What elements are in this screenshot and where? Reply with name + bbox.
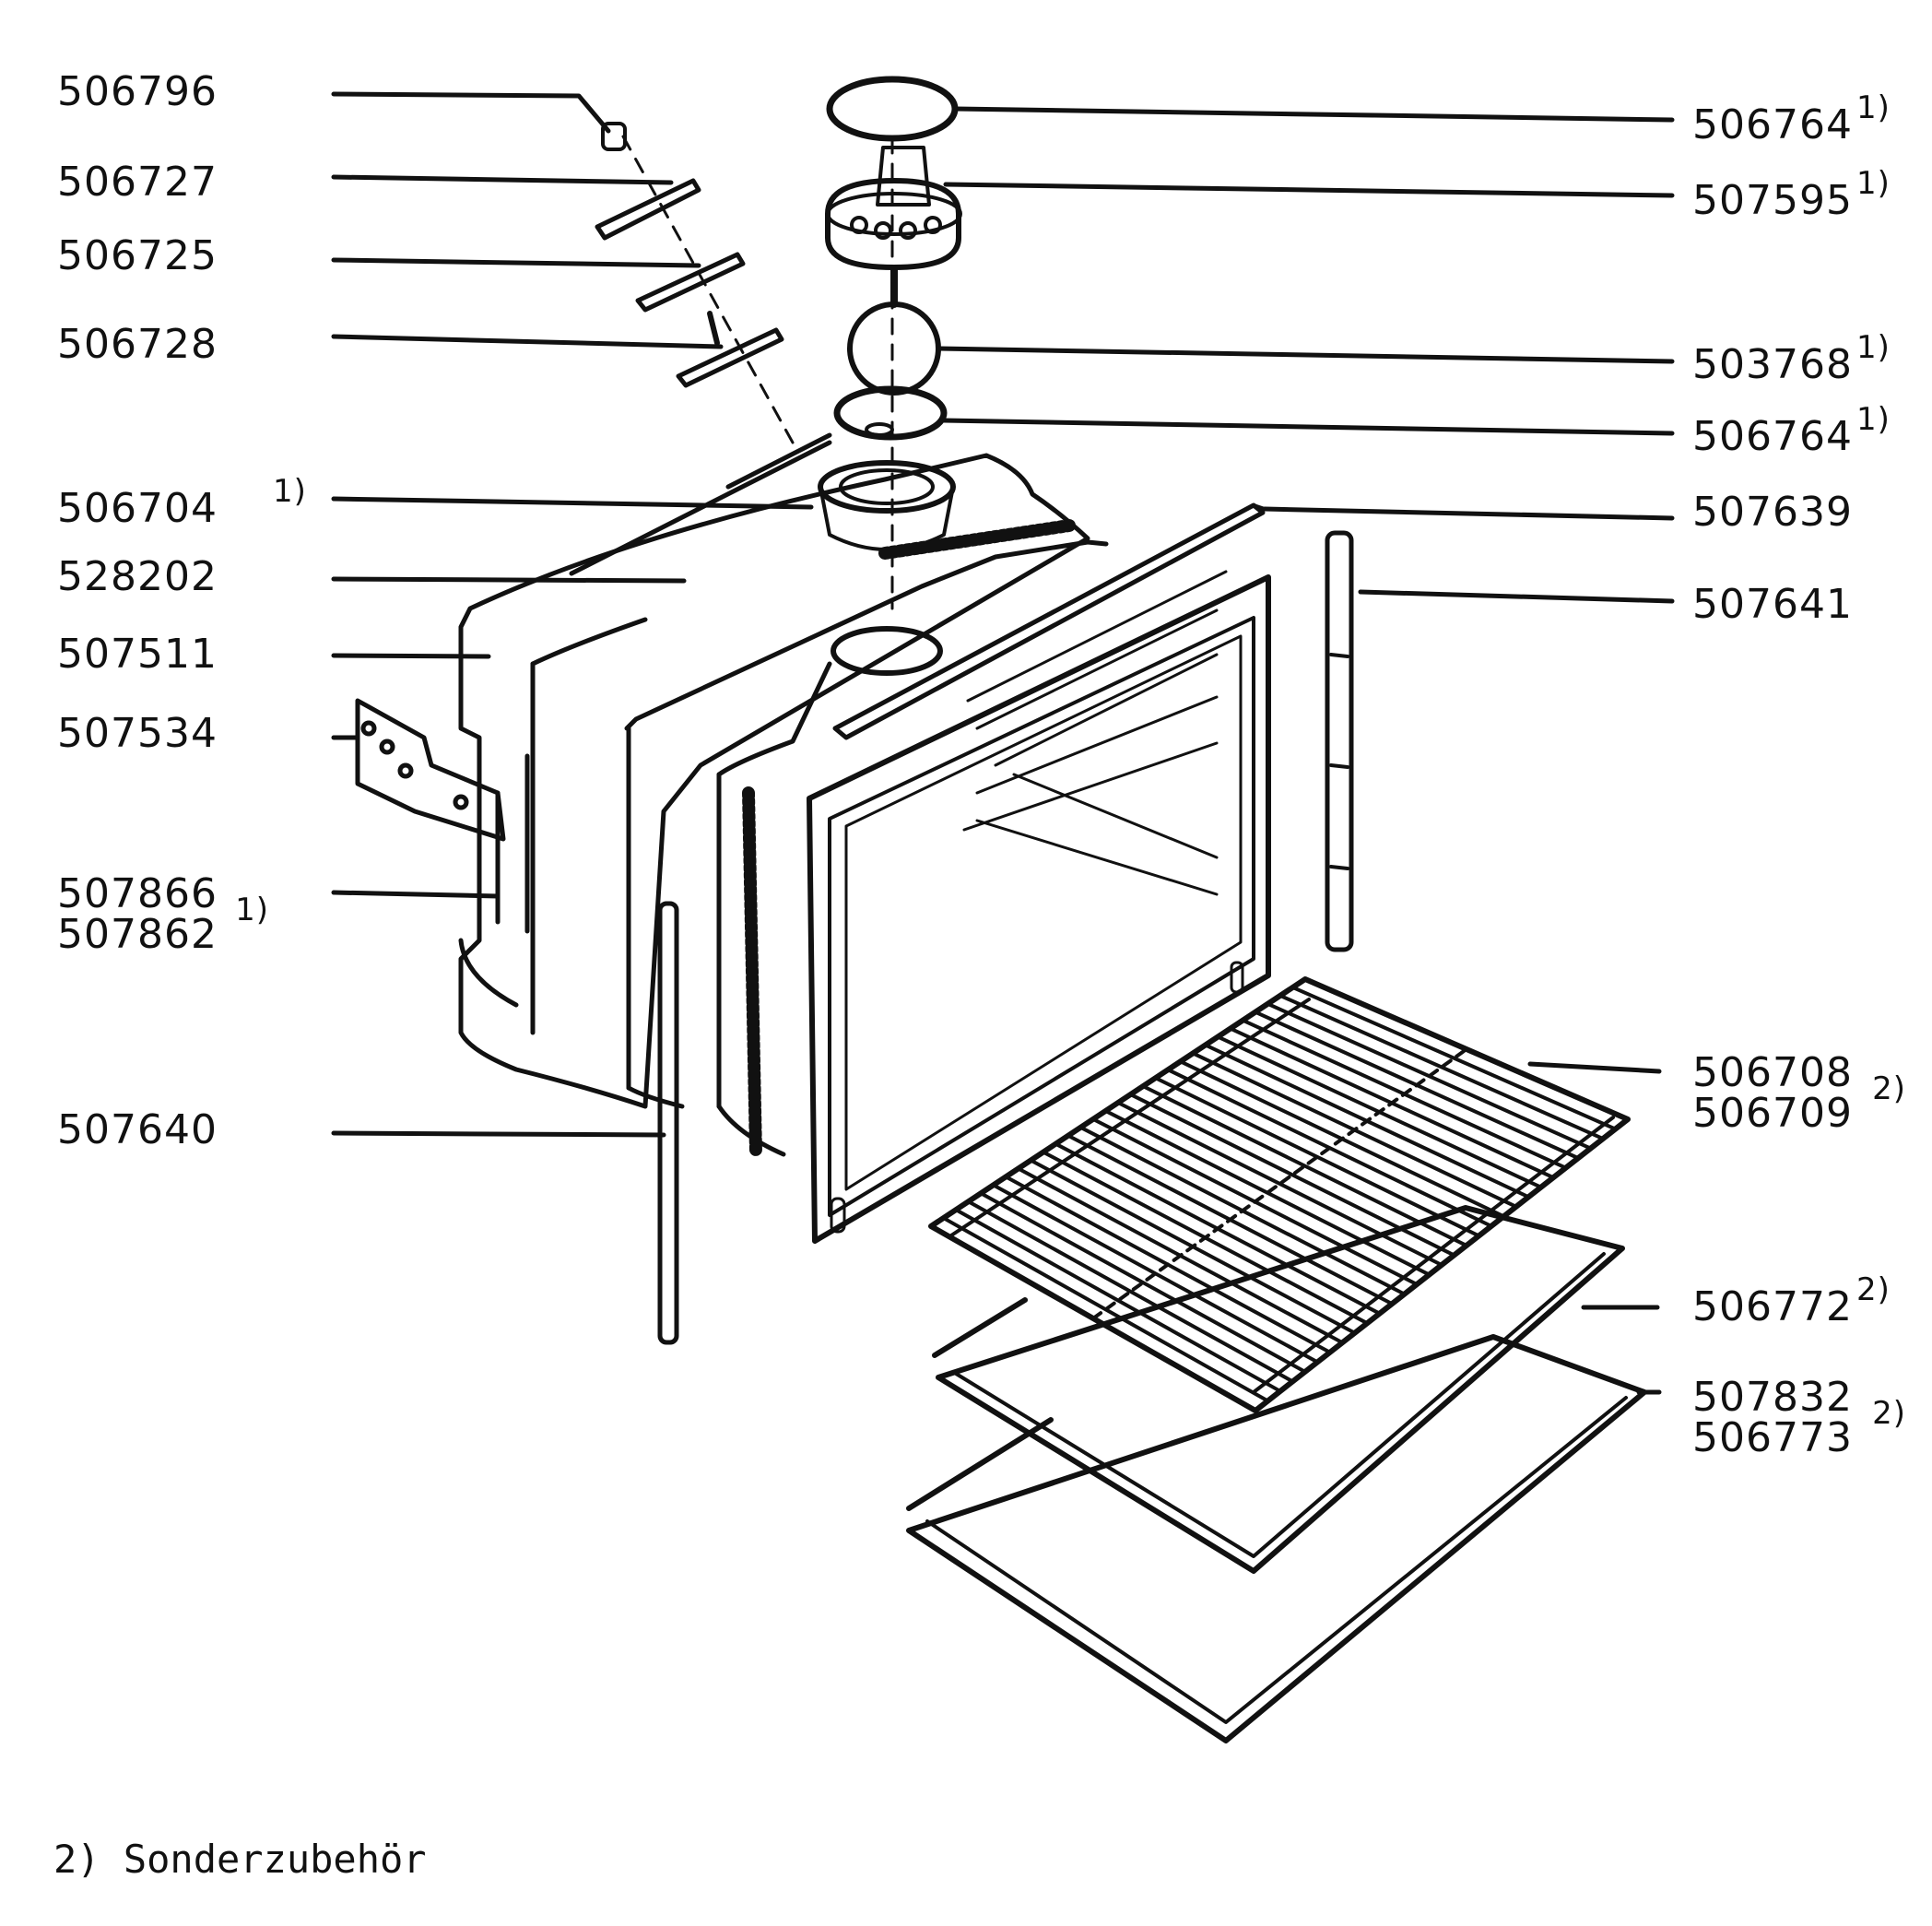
- leader-507595: [946, 184, 1672, 195]
- leader-507866: [334, 892, 498, 896]
- front-frame: [809, 572, 1268, 1241]
- knob-housing: [878, 148, 929, 205]
- part-label-528202: 528202: [57, 557, 218, 597]
- leader-506725: [334, 260, 699, 266]
- leader-506727: [334, 177, 671, 183]
- part-number: 506728: [57, 321, 218, 368]
- part-number: 507534: [57, 710, 218, 757]
- part-number: 507832: [1692, 1374, 1853, 1421]
- part-number: 507511: [57, 631, 218, 678]
- leader-507639: [1265, 509, 1672, 518]
- part-label-507534: 507534: [57, 714, 218, 754]
- part-number: 506764: [1692, 413, 1853, 460]
- part-number: 506796: [57, 68, 218, 115]
- part-number-alt: 506709: [1692, 1090, 1853, 1137]
- part-label-507640: 507640: [57, 1110, 218, 1151]
- part-number: 506772: [1692, 1283, 1853, 1330]
- footnote-marker: 1): [1855, 165, 1891, 202]
- part-label-507866-507862: 507866 507862 1): [57, 870, 268, 958]
- rack-bar: [956, 1210, 1280, 1391]
- leader-506708: [1530, 1064, 1659, 1071]
- footnote-marker: 1): [235, 892, 269, 928]
- leader-506764b: [944, 420, 1672, 433]
- rack-center-line: [1093, 1049, 1467, 1318]
- leader-lines-left: [334, 94, 811, 1135]
- footnote-marker: 1): [1855, 401, 1891, 438]
- part-number: 507866: [57, 870, 218, 917]
- part-number: 528202: [57, 553, 218, 600]
- part-label-506796: 506796: [57, 72, 218, 112]
- part-number: 506725: [57, 232, 218, 279]
- leader-507641: [1361, 592, 1672, 601]
- gasket-ring-top: [830, 79, 955, 138]
- leader-528202: [334, 579, 684, 581]
- part-number: 506708: [1692, 1049, 1853, 1096]
- part-label-507639: 507639: [1692, 492, 1853, 533]
- gasket-ring-bottom: [837, 389, 944, 437]
- part-number: 507640: [57, 1106, 218, 1153]
- part-label-506728: 506728: [57, 325, 218, 365]
- baking-pan: [909, 1337, 1644, 1741]
- oven-housing: [358, 435, 1106, 1154]
- leader-503768: [938, 349, 1672, 361]
- rack-bar: [1143, 1086, 1467, 1246]
- part-number-alt: 507862: [57, 911, 218, 958]
- part-number: 507639: [1692, 489, 1853, 536]
- footnote-marker: 2): [1855, 1271, 1891, 1308]
- outer-casing: [461, 455, 1088, 1106]
- leader-506796: [334, 94, 608, 131]
- part-label-506704: 506704 1): [57, 476, 306, 532]
- leader-507640: [334, 1133, 664, 1135]
- grill-rack: [931, 979, 1628, 1411]
- rack-bar: [1292, 987, 1615, 1129]
- rack-bar: [1118, 1103, 1442, 1265]
- part-number: 507595: [1692, 177, 1853, 224]
- rack-bar: [969, 1201, 1293, 1381]
- footnote-marker: 1): [272, 473, 307, 510]
- side-rail: [1327, 533, 1351, 950]
- leader-506728: [334, 337, 721, 347]
- leader-506764a: [955, 109, 1672, 120]
- part-number: 503768: [1692, 341, 1853, 388]
- part-number: 506704: [57, 485, 218, 532]
- footnote-legend: 2) Sonderzubehör: [53, 1837, 427, 1882]
- part-label-506725: 506725: [57, 236, 218, 277]
- footnote-marker: 2): [1872, 1395, 1906, 1432]
- leader-506704: [334, 499, 811, 507]
- part-number-alt: 506773: [1692, 1414, 1853, 1461]
- part-label-507832-506773: 507832 506773 2): [1692, 1374, 1905, 1461]
- hinge-plate: [358, 701, 503, 839]
- part-label-506708-506709: 506708 506709 2): [1692, 1049, 1905, 1137]
- part-label-506727: 506727: [57, 162, 218, 203]
- part-number: 506764: [1692, 101, 1853, 148]
- part-number: 506727: [57, 159, 218, 206]
- thermostat-assembly: [820, 79, 960, 673]
- part-label-507511: 507511: [57, 634, 218, 675]
- baking-tray: [935, 1208, 1622, 1571]
- rack-bar: [981, 1193, 1305, 1372]
- top-rail: [835, 505, 1265, 738]
- footnote-marker: 1): [1855, 89, 1891, 126]
- rod-left: [660, 904, 677, 1342]
- part-label-507641: 507641: [1692, 585, 1853, 625]
- thermostat-bulb: [847, 301, 941, 396]
- clips: [597, 124, 793, 443]
- leader-lines-right: [938, 109, 1672, 1392]
- rack-bar: [1131, 1094, 1455, 1255]
- footnote-marker: 1): [1855, 329, 1891, 366]
- footnote-marker: 2): [1872, 1070, 1906, 1107]
- part-number: 507641: [1692, 581, 1853, 628]
